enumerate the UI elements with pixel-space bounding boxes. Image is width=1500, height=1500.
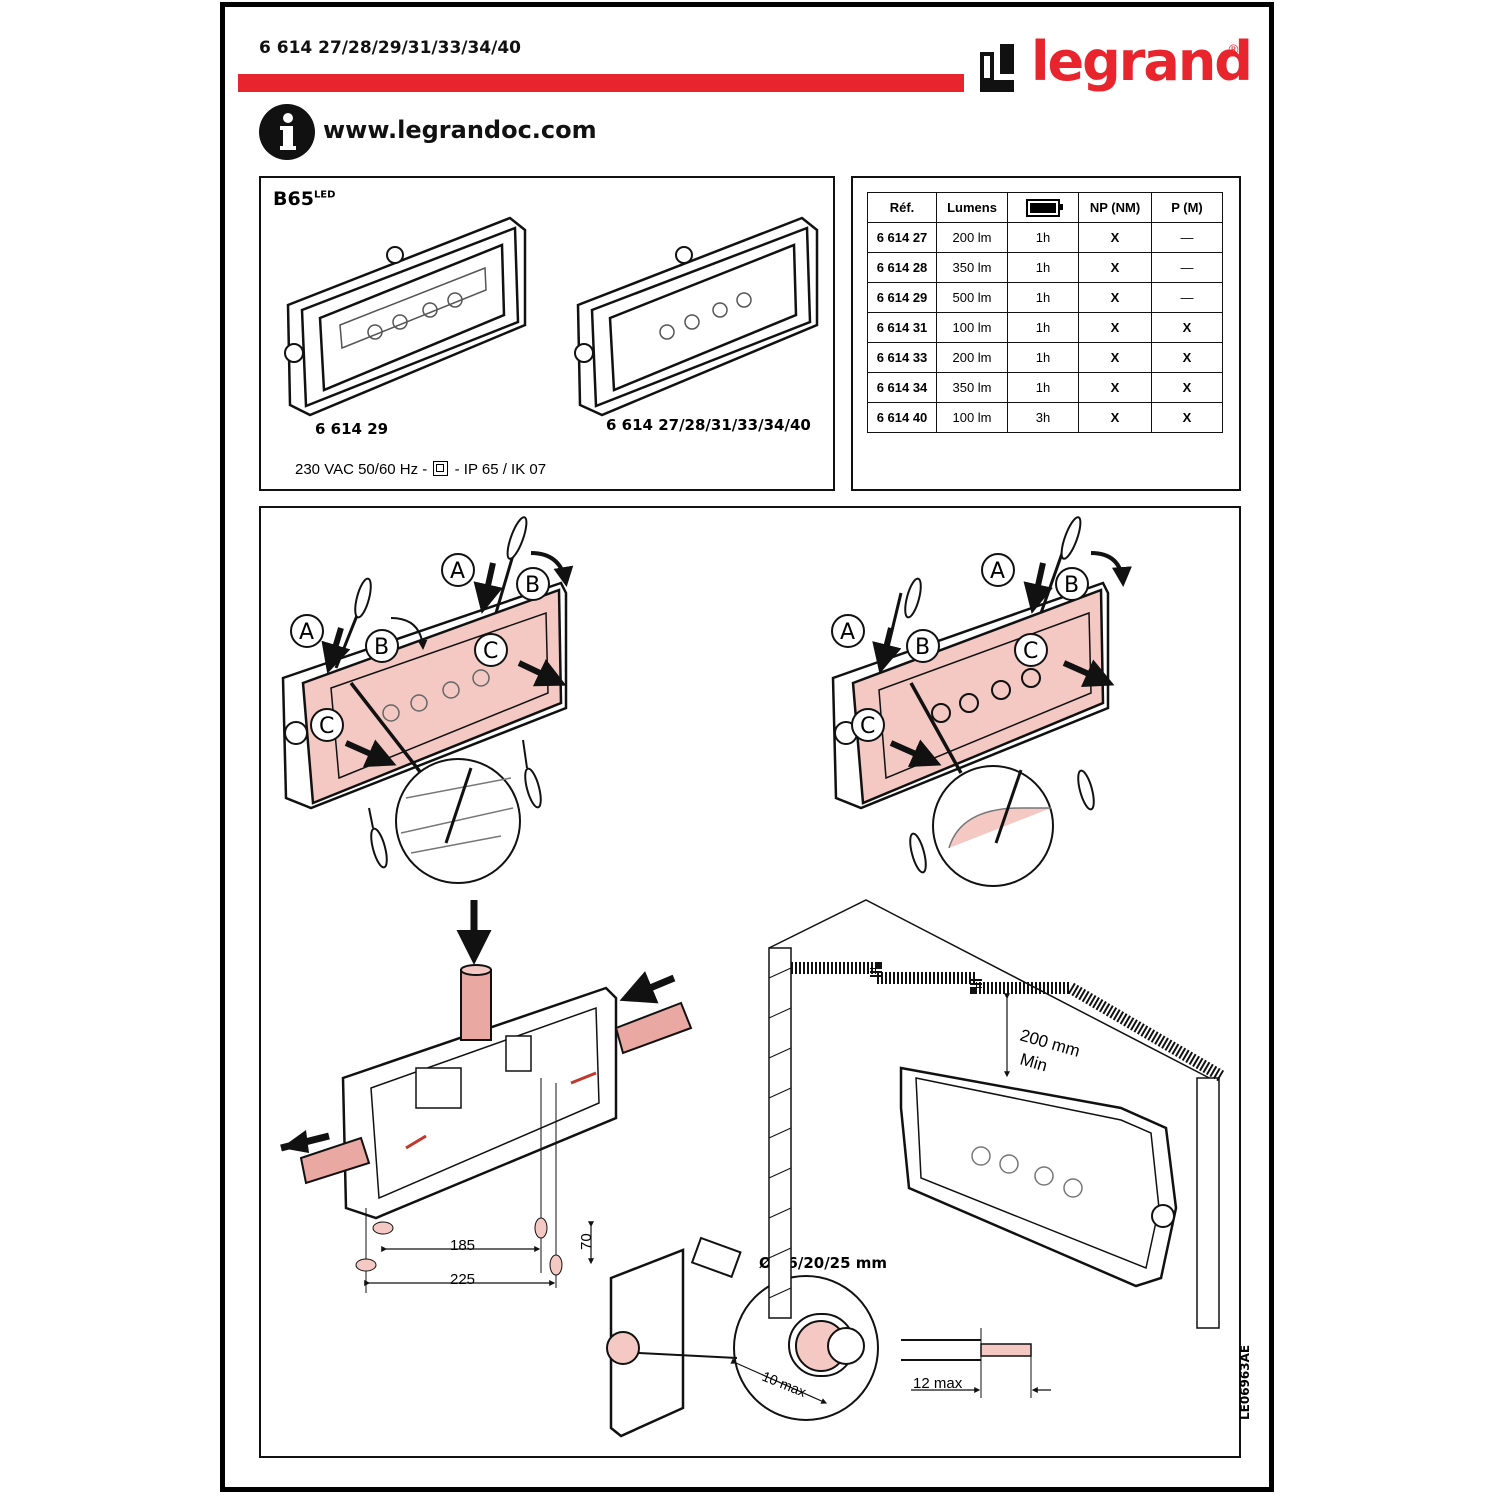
- document-code: LE06963AE: [1238, 1344, 1252, 1420]
- electrical-spec: 230 VAC 50/60 Hz - - IP 65 / IK 07: [295, 461, 547, 478]
- info-icon: [259, 104, 315, 160]
- product-title: B65LED: [273, 188, 336, 210]
- callout-b-label: B: [525, 573, 540, 598]
- header-lumens: Lumens: [936, 192, 1008, 223]
- battery-icon: [1026, 198, 1063, 217]
- ceiling-min-label: Min: [1018, 1050, 1050, 1076]
- luminaire-illustration-a: [284, 216, 527, 417]
- callout-b-label: B: [1064, 573, 1079, 598]
- callout-a-label: A: [990, 559, 1005, 584]
- header-np: NP (NM): [1078, 192, 1152, 223]
- legrand-logo-icon: [980, 44, 1014, 92]
- callout-a-label: A: [299, 620, 314, 645]
- callout-c-label: C: [319, 714, 334, 739]
- header-battery: [1007, 192, 1079, 223]
- dim-70: 70: [578, 1233, 595, 1250]
- class-ii-icon: [433, 461, 449, 476]
- website-link[interactable]: www.legrandoc.com: [323, 116, 597, 144]
- callout-b-label: B: [915, 635, 930, 660]
- header-ref: Réf.: [867, 192, 937, 223]
- base-wiring-step: [280, 900, 693, 1293]
- header-p: P (M): [1151, 192, 1223, 223]
- luminaire-illustration-b: [574, 216, 819, 417]
- callout-c-label: C: [1023, 639, 1038, 664]
- variant-b-label: 6 614 27/28/31/33/34/40: [606, 416, 811, 434]
- header-references: 6 614 27/28/29/31/33/34/40: [259, 38, 522, 58]
- callout-c-label: C: [860, 714, 875, 739]
- product-box: [259, 176, 835, 491]
- callout-a-label: A: [450, 559, 465, 584]
- installation-diagram: A A B B C C: [280, 516, 1225, 1438]
- strip-length-label: 12 max: [913, 1375, 963, 1392]
- callout-a-label: A: [840, 620, 855, 645]
- header-red-bar: [238, 74, 964, 92]
- dim-185: 185: [450, 1237, 475, 1254]
- callout-b-label: B: [374, 635, 389, 660]
- ceiling-clearance-step: [768, 899, 1225, 1329]
- reference-table-box: [851, 176, 1241, 491]
- installation-instructions-box: [259, 506, 1241, 1458]
- brand-logo-text: legrand: [1031, 30, 1253, 93]
- variant-a-label: 6 614 29: [315, 420, 389, 438]
- sheet-border: [220, 2, 1274, 1492]
- callout-a-left: [290, 553, 475, 648]
- dim-225: 225: [450, 1271, 475, 1288]
- callout-c-label: C: [483, 639, 498, 664]
- brand-reg-mark: ®: [1227, 43, 1240, 58]
